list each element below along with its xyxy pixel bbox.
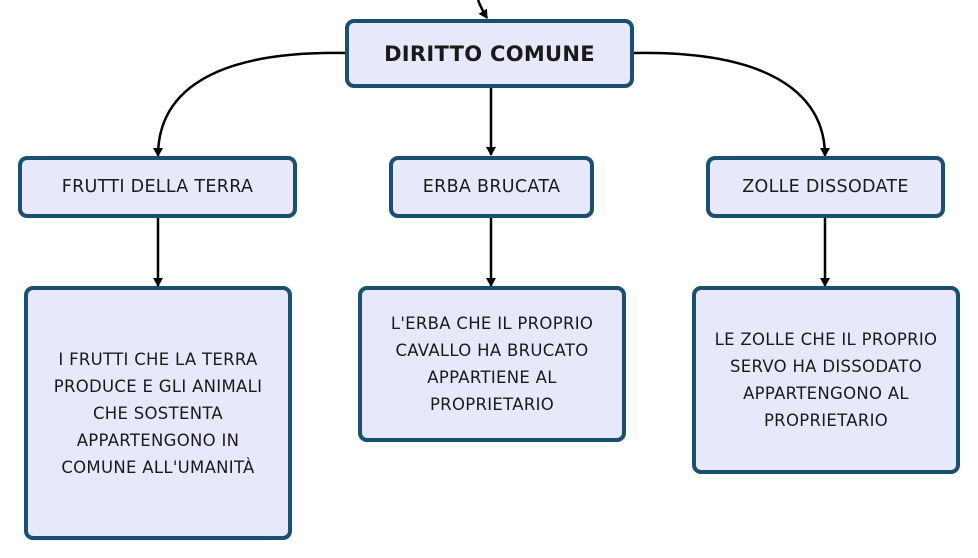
description-line: CAVALLO HA BRUCATO [395,341,589,360]
description-line: CHE SOSTENTA [92,403,224,423]
description-line: SERVO HA DISSODATO [729,357,923,376]
description-line: APPARTIENE AL [427,368,557,387]
root-node-diritto-comune[interactable]: DIRITTO COMUNE [345,19,634,88]
incoming-connector [476,0,489,19]
connector-root-to-frutti [153,51,347,157]
description-line: COMUNE ALL'UMANITÀ [61,457,255,477]
connector-root-to-zolle [632,51,830,157]
description-node-erba[interactable]: L'ERBA CHE IL PROPRIO CAVALLO HA BRUCATO… [358,286,626,442]
description-line: PRODUCE E GLI ANIMALI [53,376,263,396]
category-node-erba-brucata[interactable]: ERBA BRUCATA [389,156,594,218]
description-line: I FRUTTI CHE LA TERRA [58,349,258,369]
description-text: I FRUTTI CHE LA TERRA PRODUCE E GLI ANIM… [54,346,263,481]
description-node-frutti[interactable]: I FRUTTI CHE LA TERRA PRODUCE E GLI ANIM… [24,286,292,540]
category-node-frutti-della-terra[interactable]: FRUTTI DELLA TERRA [18,156,297,218]
description-line: PROPRIETARIO [763,411,889,430]
category-node-zolle-dissodate[interactable]: ZOLLE DISSODATE [706,156,945,218]
description-text: LE ZOLLE CHE IL PROPRIO SERVO HA DISSODA… [715,326,938,434]
description-node-zolle[interactable]: LE ZOLLE CHE IL PROPRIO SERVO HA DISSODA… [692,286,960,474]
description-line: L'ERBA CHE IL PROPRIO [390,314,594,333]
description-text: L'ERBA CHE IL PROPRIO CAVALLO HA BRUCATO… [391,310,593,418]
description-line: LE ZOLLE CHE IL PROPRIO [714,330,938,349]
description-line: PROPRIETARIO [429,395,555,414]
description-line: APPARTENGONO AL [743,384,909,403]
description-line: APPARTENGONO IN [76,430,240,450]
